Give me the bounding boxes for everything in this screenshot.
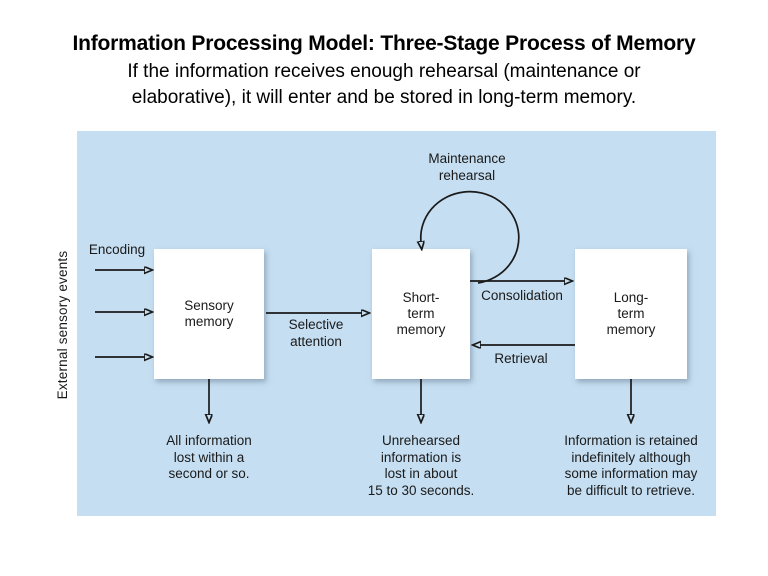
retrieval-label: Retrieval	[494, 351, 548, 366]
short-term-memory-note: Unrehearsed information is lost in about…	[367, 433, 475, 498]
sensory-memory-box: Sensory memory	[154, 249, 264, 379]
short-term-memory-box: Short- term memory	[372, 249, 470, 379]
slide-title: Information Processing Model: Three-Stag…	[72, 32, 696, 55]
external-sensory-events-label: External sensory events	[55, 250, 70, 400]
slide-subtitle: If the information receives enough rehea…	[127, 61, 641, 108]
short-term-memory-label: Short- term memory	[396, 290, 446, 337]
maintenance-rehearsal-label: Maintenance rehearsal	[428, 151, 506, 183]
consolidation-label: Consolidation	[481, 288, 563, 303]
sensory-memory-note: All information lost within a second or …	[166, 433, 252, 481]
selective-attention-label: Selective attention	[288, 317, 344, 349]
sensory-memory-label: Sensory memory	[184, 298, 234, 329]
long-term-memory-box: Long- term memory	[575, 249, 687, 379]
long-term-memory-label: Long- term memory	[606, 290, 656, 337]
encoding-label: Encoding	[88, 242, 146, 257]
long-term-memory-note: Information is retained indefinitely alt…	[564, 433, 698, 498]
